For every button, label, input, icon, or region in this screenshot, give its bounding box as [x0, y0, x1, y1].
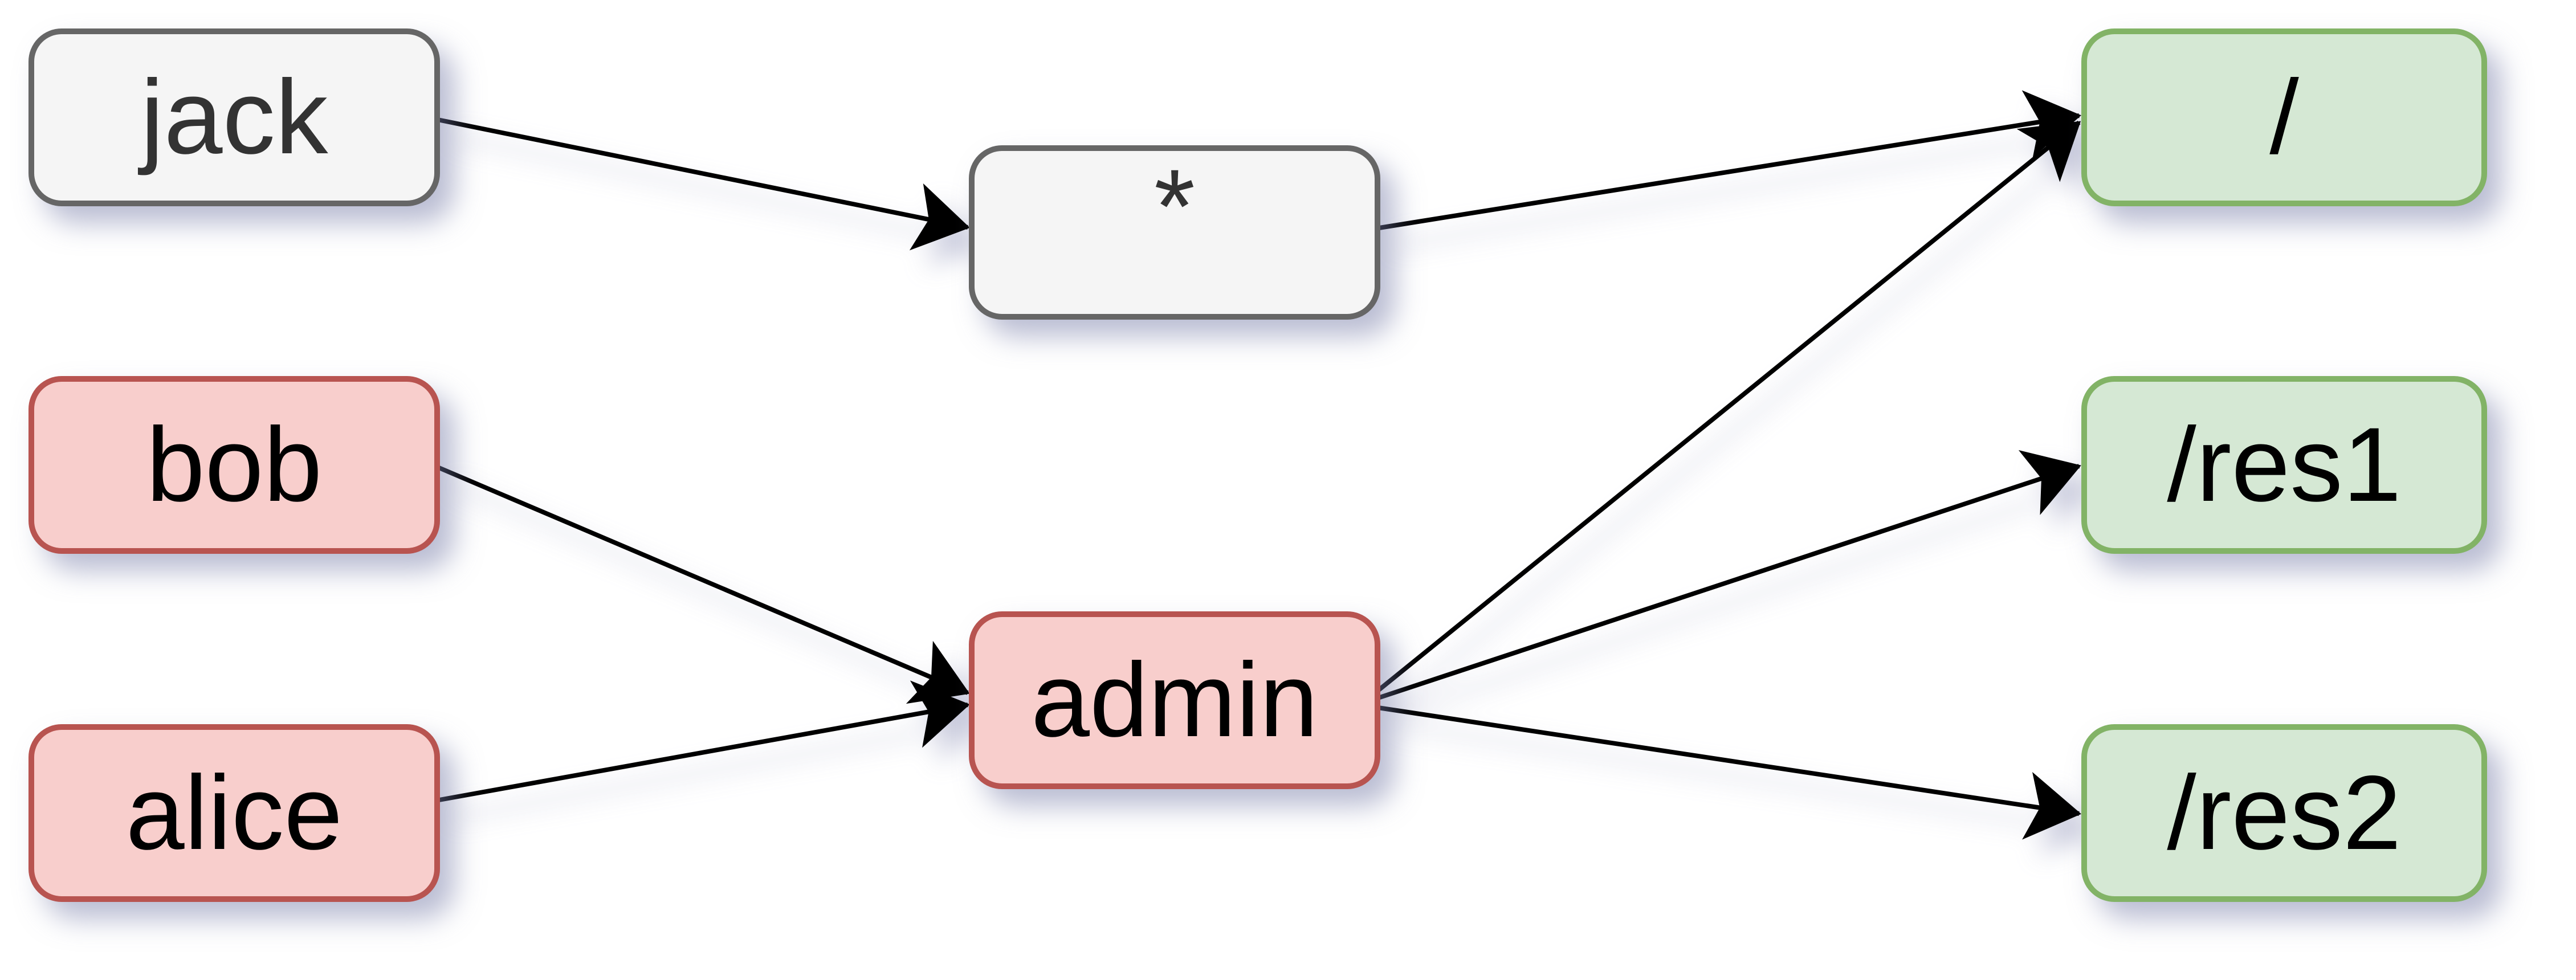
node-star-label: * [1154, 148, 1195, 266]
node-root: / [2081, 28, 2487, 206]
node-admin: admin [969, 611, 1380, 789]
node-alice-label: alice [125, 754, 343, 872]
node-alice: alice [28, 724, 440, 902]
edge-alice-to-admin [435, 680, 970, 803]
node-bob: bob [28, 376, 440, 554]
node-res1: /res1 [2081, 376, 2487, 554]
edge-bob-to-admin [437, 465, 970, 704]
node-root-label: / [2269, 58, 2299, 176]
node-admin-label: admin [1031, 641, 1318, 759]
node-star: * [969, 145, 1380, 320]
node-res1-label: /res1 [2167, 406, 2402, 524]
edge-admin-to-root [1376, 120, 2081, 693]
edge-jack-to-star [437, 117, 970, 251]
node-res2: /res2 [2081, 724, 2487, 902]
edge-admin-to-res1 [1377, 450, 2081, 700]
edge-admin-to-res2 [1377, 705, 2081, 840]
edge-star-to-root [1379, 90, 2081, 230]
node-jack: jack [28, 28, 440, 206]
node-bob-label: bob [146, 406, 323, 524]
node-jack-label: jack [140, 58, 328, 176]
node-res2-label: /res2 [2167, 754, 2402, 872]
